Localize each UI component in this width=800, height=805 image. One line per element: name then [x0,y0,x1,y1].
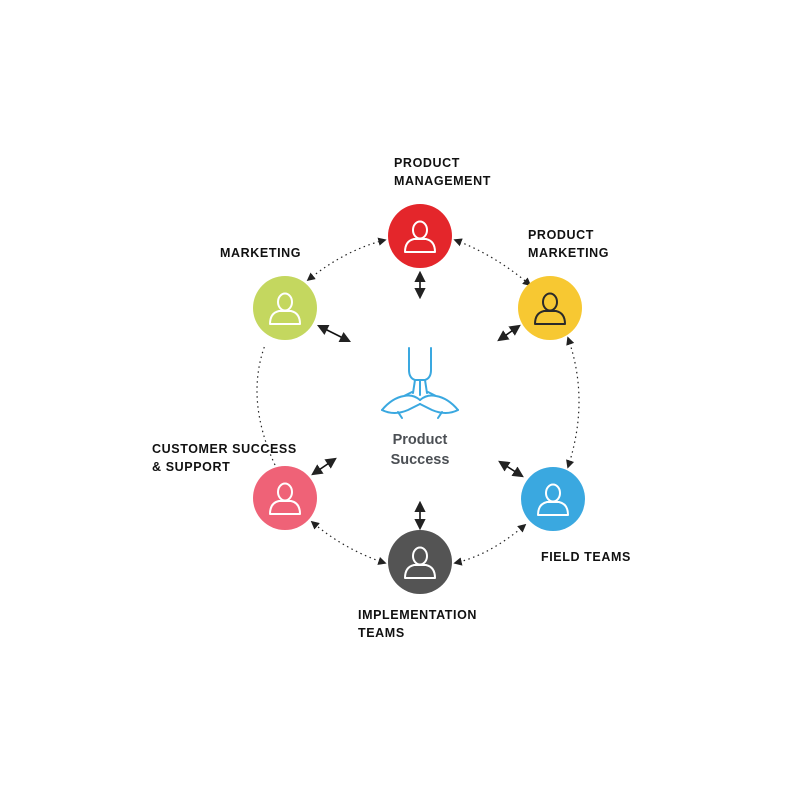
node-field-teams [521,467,585,531]
center-label-line2: Success [390,452,450,468]
ring-connectors [256,237,580,566]
label-product-management-line1: PRODUCT [394,156,461,170]
label-customer-success: CUSTOMER SUCCESS & SUPPORT [152,440,297,476]
label-product-marketing-line1: PRODUCT [528,228,595,242]
node-product-management [388,204,452,268]
person-icon [269,482,301,515]
label-product-marketing-line2: MARKETING [528,246,610,260]
label-customer-success-line1: CUSTOMER SUCCESS [152,442,297,456]
label-field-teams-line1: FIELD TEAMS [541,550,631,564]
connector-pm-to-pmk [453,238,532,287]
label-implementation-teams: IMPLEMENTATION TEAMS [358,606,477,642]
label-implementation-teams-line2: TEAMS [358,626,405,640]
node-marketing [253,276,317,340]
node-circle-product-marketing [518,276,582,340]
radial-connectors [311,270,524,531]
label-marketing: MARKETING [220,244,301,262]
person-icon [404,546,436,579]
person-icon [537,483,569,516]
node-customer-success [253,466,317,530]
connector-cs-to-mkt [256,344,276,466]
node-circle-field-teams [521,467,585,531]
label-marketing-line1: MARKETING [220,246,302,260]
joined-hands-icon [381,347,459,419]
center-label-line1: Product [392,432,448,448]
person-icon [404,220,436,253]
node-circle-product-management [388,204,452,268]
node-circle-marketing [253,276,317,340]
node-circle-implementation-teams [388,530,452,594]
label-field-teams: FIELD TEAMS [541,548,631,566]
connector-pmk-to-field [566,336,580,469]
arrow-center-field [498,460,524,478]
connector-impl-to-cs [310,520,387,565]
arrow-center-pmk [497,324,521,342]
center-label: Product Success [340,430,500,470]
label-implementation-teams-line1: IMPLEMENTATION [358,608,478,622]
connector-mkt-to-pm [306,237,387,282]
arrow-center-mkt [316,324,352,343]
role-nodes [253,204,585,594]
label-customer-success-line2: & SUPPORT [152,460,231,474]
connector-field-to-impl [453,523,527,566]
label-product-management-line2: MANAGEMENT [394,174,491,188]
label-product-management: PRODUCT MANAGEMENT [394,154,491,190]
arrow-center-cs [311,457,337,476]
node-product-marketing [518,276,582,340]
person-icon [534,292,566,325]
person-icon [269,292,301,325]
node-implementation-teams [388,530,452,594]
label-product-marketing: PRODUCT MARKETING [528,226,609,262]
